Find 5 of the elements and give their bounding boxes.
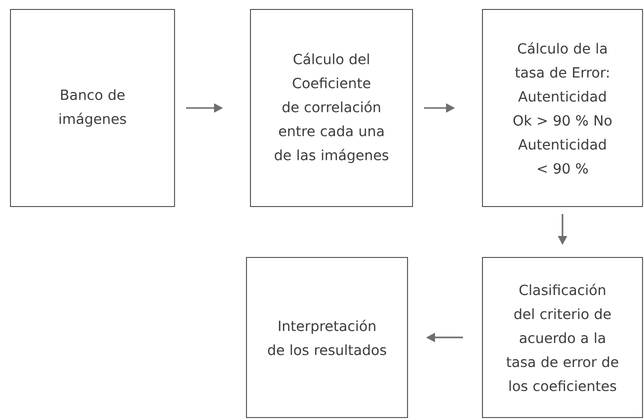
process-box: Cálculo de la tasa de Error: Autenticidad Ok > 90 % No Autenticidad < 90 % — [482, 9, 643, 207]
process-box: Interpretación de los resultados — [246, 256, 408, 418]
process-box: Cálculo del Coeficiente de correlación entre cada una de las imágenes — [250, 9, 413, 207]
process-box: Clasificación del criterio de acuerdo a la tasa de error de los coeficientes — [482, 256, 643, 418]
process-box: Banco de imágenes — [10, 9, 175, 207]
